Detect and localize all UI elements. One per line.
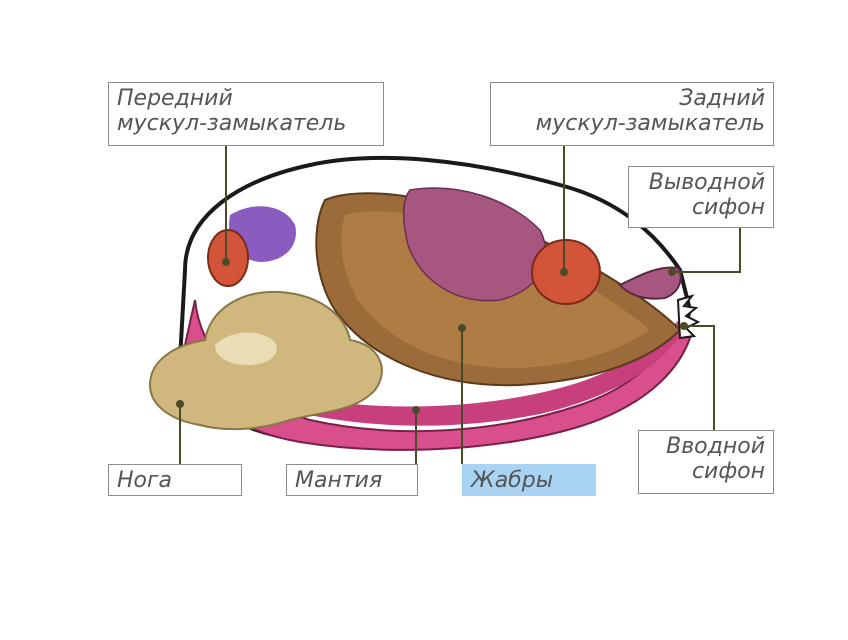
label-out-siphon-line2: сифон [691, 195, 765, 220]
front-muscle [207, 229, 249, 287]
leader-in-siphon [684, 325, 715, 430]
out-siphon [618, 266, 682, 300]
mantle [183, 299, 692, 451]
viscera [403, 187, 547, 302]
label-in-siphon-line1: Вводной [666, 434, 765, 459]
dot-back-muscle [560, 268, 568, 276]
label-front-muscle-line2: мускул-замыкатель [117, 111, 347, 136]
dot-gills [458, 324, 466, 332]
leader-dots [176, 258, 688, 414]
label-back-muscle: Задний мускул-замыкатель [490, 82, 774, 146]
dot-mantle [412, 406, 420, 414]
label-foot: Нога [108, 464, 242, 496]
label-mantle: Мантия [286, 464, 418, 496]
in-siphon [676, 294, 701, 340]
label-out-siphon-line1: Выводной [648, 170, 765, 195]
label-in-siphon: Вводной сифон [638, 430, 774, 494]
leader-lines [179, 146, 741, 464]
leader-out-siphon [672, 228, 741, 273]
foot-highlight [215, 332, 277, 365]
label-gills: Жабры [462, 464, 596, 496]
dot-in-siphon [680, 322, 688, 330]
dot-out-siphon [668, 268, 676, 276]
dot-front-muscle [222, 258, 230, 266]
label-in-siphon-line2: сифон [691, 459, 765, 484]
label-back-muscle-line2: мускул-замыкатель [535, 111, 765, 136]
label-back-muscle-line1: Задний [679, 86, 765, 111]
label-front-muscle-line1: Передний [117, 86, 233, 111]
mantle-inner [280, 318, 684, 426]
label-front-muscle: Передний мускул-замыкатель [108, 82, 384, 146]
label-out-siphon: Выводной сифон [628, 166, 774, 228]
dot-foot [176, 400, 184, 408]
